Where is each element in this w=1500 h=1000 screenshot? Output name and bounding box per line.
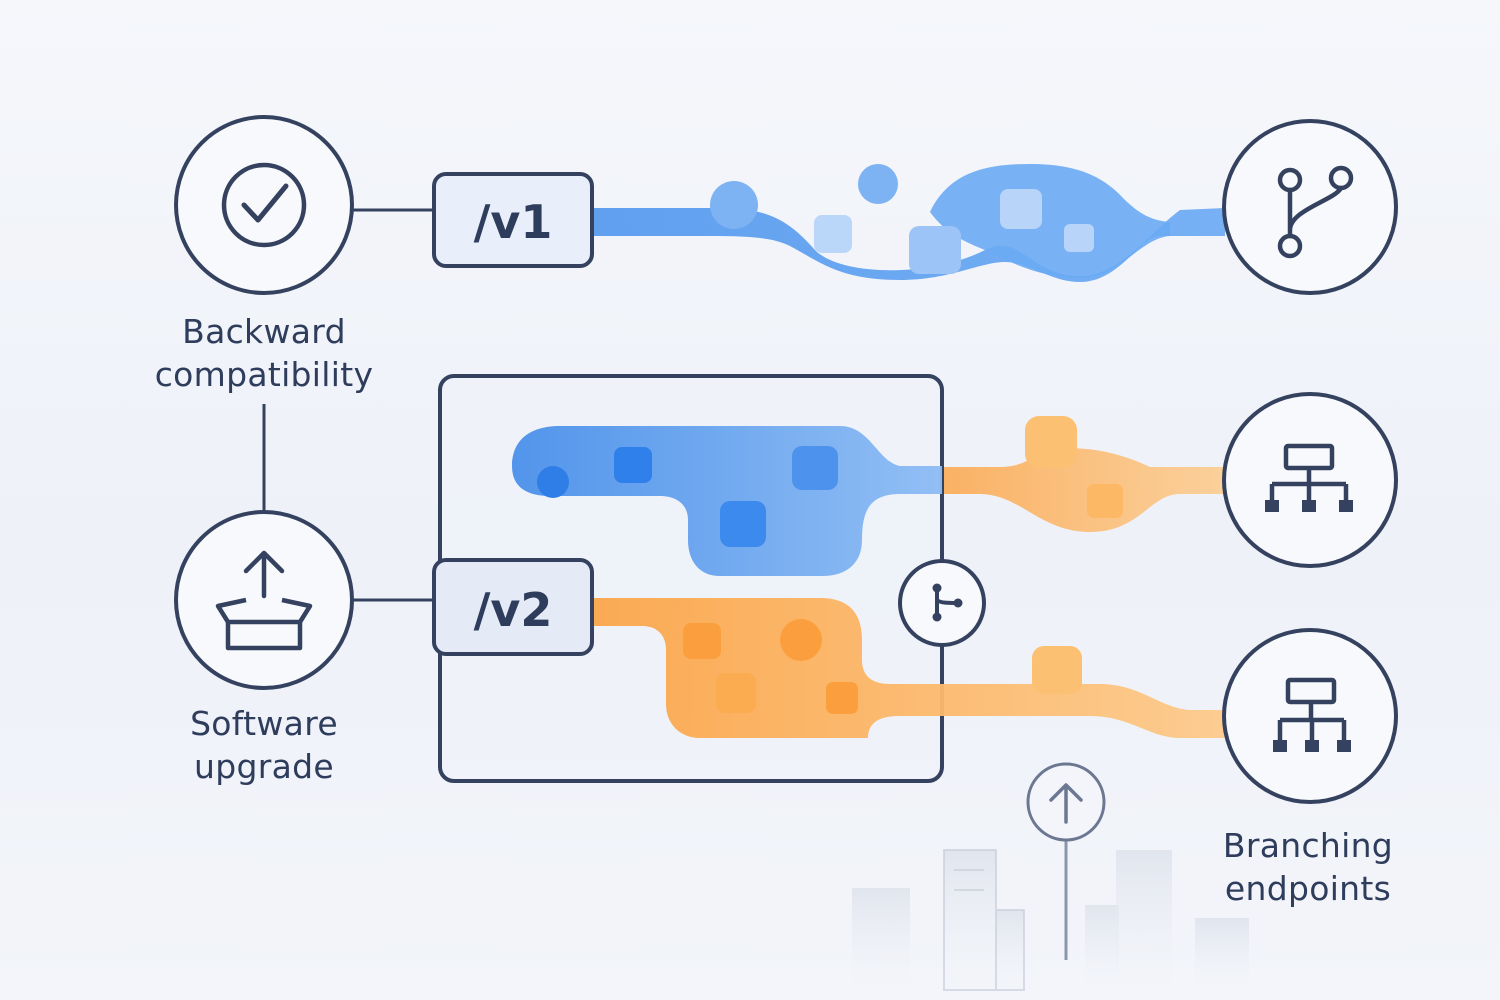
branching-endpoints-label: Branching endpoints [1190, 824, 1426, 910]
blue-block [614, 447, 652, 483]
backward-compatibility-label: Backward compatibility [130, 310, 398, 396]
sitemap-icon[interactable] [1222, 392, 1398, 568]
branching-line1: Branching [1222, 826, 1394, 865]
v1-endpoint-box[interactable]: /v1 [432, 172, 594, 268]
skyline-outline [943, 849, 1025, 991]
v1-block [814, 215, 852, 253]
upgrade-line2: upgrade [194, 747, 334, 786]
backward-line1: Backward [182, 312, 346, 351]
v1-dot [858, 164, 898, 204]
orange-block [826, 682, 858, 714]
upgrade-line1: Software [190, 704, 338, 743]
skyline-background [852, 850, 1249, 990]
orange-block [1025, 416, 1077, 468]
git-branch-icon[interactable] [1222, 119, 1398, 295]
v1-label: /v1 [474, 195, 553, 249]
check-circle-icon [174, 115, 354, 295]
backward-line2: compatibility [154, 355, 374, 394]
orange-block [716, 673, 756, 713]
v1-dot [710, 181, 758, 229]
orange-block [1032, 646, 1082, 694]
v1-stream [590, 208, 1225, 282]
v2-endpoint-box[interactable]: /v2 [432, 558, 594, 656]
software-upgrade-label: Software upgrade [150, 702, 378, 788]
blue-block [720, 501, 766, 547]
orange-block [1087, 484, 1123, 518]
endpoint-a-stream [940, 448, 1225, 532]
v1-stream-bulge [930, 164, 1170, 278]
box-upload-icon [174, 510, 354, 690]
connectors [262, 208, 1068, 960]
v1-block [1000, 189, 1042, 229]
v2-label: /v2 [474, 583, 553, 637]
orange-dot [780, 619, 822, 661]
orange-block [683, 623, 721, 659]
sitemap-icon[interactable] [1222, 628, 1398, 804]
git-merge-icon[interactable] [898, 559, 986, 647]
blue-block [792, 446, 838, 490]
v1-block [909, 226, 961, 274]
blue-dot [537, 466, 569, 498]
branching-line2: endpoints [1224, 869, 1392, 908]
v1-block [1064, 224, 1094, 252]
arrow-up-icon [1026, 762, 1106, 842]
